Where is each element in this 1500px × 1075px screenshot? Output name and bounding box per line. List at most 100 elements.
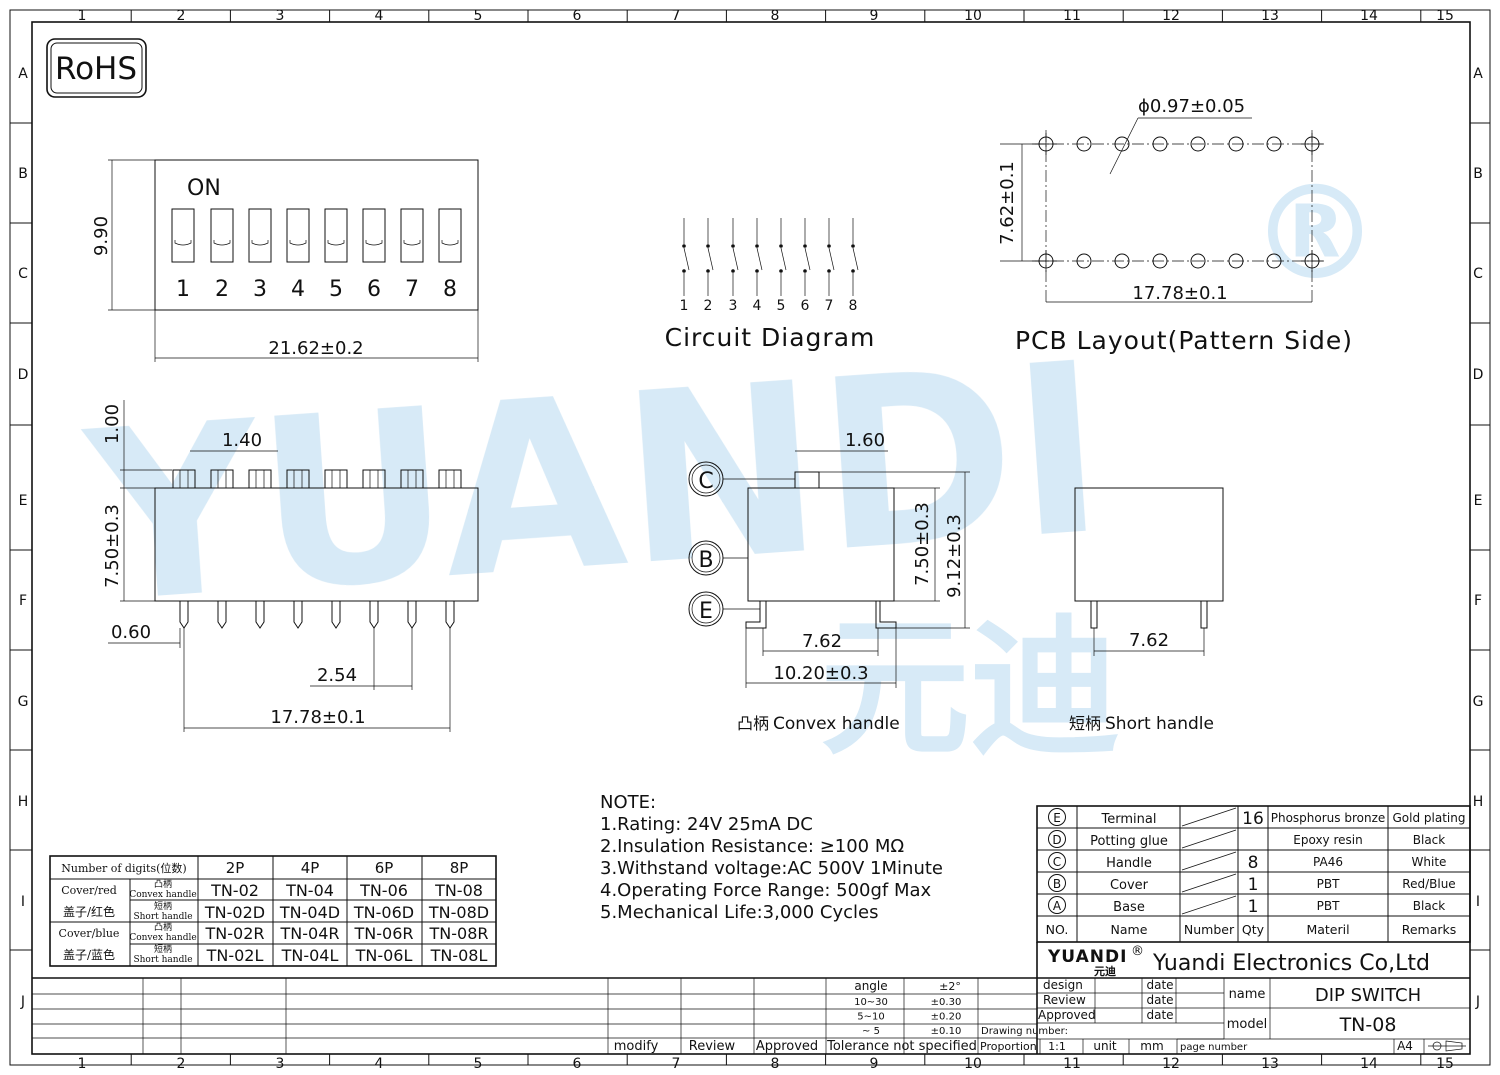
part-no: E (1053, 811, 1061, 825)
tol-range: ~ 5 (862, 1026, 880, 1037)
convex-label: Convex handle (773, 714, 900, 734)
part-marker (1048, 874, 1066, 892)
tb-model-value: TN-08 (1339, 1014, 1397, 1036)
pcb-hole (1076, 136, 1092, 152)
grid-row-left: B (18, 166, 28, 182)
bom-header: Qty (1242, 922, 1265, 937)
short-handle-side-view: 7.62 短柄 Short handle (1069, 487, 1224, 734)
grid-col-bottom: 3 (276, 1056, 285, 1072)
model-code: TN-06R (354, 924, 414, 943)
tb-name-label: name (1229, 987, 1266, 1002)
switch-number: 5 (329, 277, 343, 302)
pcb-hole (1266, 253, 1282, 269)
grid-col-top: 14 (1360, 8, 1378, 24)
note-line: 2.Insulation Resistance: ≥100 MΩ (600, 836, 904, 857)
grid-row-left: I (21, 894, 25, 910)
short-label: Short handle (1105, 714, 1214, 734)
dip-knob (210, 469, 234, 489)
grid-row-left: C (18, 266, 28, 282)
tol-range: 10~30 (854, 997, 888, 1008)
tol-angle-value: ±2° (939, 980, 961, 993)
watermark: YUANDI 元迪 ® (77, 157, 1380, 776)
switch-number: 7 (405, 277, 419, 302)
pcb-hole (1190, 253, 1206, 269)
grid-col-top: 8 (771, 8, 780, 24)
grid-col-top: 3 (276, 8, 285, 24)
part-qty: 1 (1248, 897, 1259, 917)
company-logo-reg: ® (1131, 944, 1144, 959)
dip-pin (293, 601, 303, 629)
tb-page-number: page number (1180, 1042, 1248, 1053)
grid-col-bottom: 9 (870, 1056, 879, 1072)
grid-references: 1122334455667788991010111112121313141415… (10, 8, 1490, 1072)
part-remarks: White (1412, 855, 1447, 869)
model-table-col-header: 8P (450, 859, 469, 877)
handle-type-cn: 短柄 (154, 900, 172, 912)
note-line: 5.Mechanical Life:3,000 Cycles (600, 902, 879, 923)
tol-angle: angle (854, 979, 887, 993)
svg-text:B: B (698, 548, 713, 573)
grid-col-top: 6 (573, 8, 582, 24)
switch-number: 6 (367, 277, 381, 302)
handle-type: Short handle (133, 912, 192, 922)
dim-pin-span: 17.78±0.1 (270, 707, 365, 728)
dip-knob (362, 469, 386, 489)
pcb-hole (1266, 136, 1282, 152)
switch-number: 2 (215, 277, 229, 302)
grid-col-bottom: 13 (1261, 1056, 1279, 1072)
part-marker (1048, 896, 1066, 914)
tb-modify: modify (614, 1039, 659, 1054)
switch-number: 1 (176, 277, 190, 302)
model-code: TN-06D (353, 903, 414, 922)
dim-top-height: 9.90 (91, 216, 112, 256)
dim-convex-body-height: 7.50±0.3 (912, 502, 933, 586)
dim-convex-total-height: 9.12±0.3 (944, 514, 965, 598)
grid-row-left: F (19, 593, 27, 609)
part-qty: 8 (1248, 853, 1259, 873)
grid-row-right: I (1476, 894, 1480, 910)
cover-label: Cover/blue (59, 927, 120, 940)
note-line: 4.Operating Force Range: 500gf Max (600, 880, 932, 901)
pcb-hole (1152, 136, 1168, 152)
grid-col-top: 9 (870, 8, 879, 24)
part-material: PA46 (1313, 855, 1343, 869)
cover-label-cn: 盖子/红色 (63, 904, 115, 919)
tb-proportion: Proportion (980, 1040, 1037, 1053)
part-no: A (1053, 899, 1062, 913)
model-code: TN-04D (279, 903, 340, 922)
dip-slider (171, 208, 195, 263)
part-remarks: Gold plating (1393, 811, 1466, 825)
grid-col-bottom: 6 (573, 1056, 582, 1072)
part-remarks: Black (1413, 899, 1446, 913)
tb-unit: unit (1093, 1039, 1117, 1053)
pcb-layout: 7.62±0.1 17.78±0.1 ϕ0.97±0.05 PCB Layout… (997, 96, 1352, 355)
dip-knob (438, 469, 462, 489)
model-code: TN-04R (280, 924, 340, 943)
grid-row-right: A (1473, 66, 1483, 82)
part-material: Phosphorus bronze (1271, 811, 1386, 825)
dim-pcb-span: 17.78±0.1 (1132, 283, 1227, 304)
grid-col-top: 10 (964, 8, 982, 24)
grid-col-top: 5 (474, 8, 483, 24)
circuit-number: 3 (729, 298, 738, 314)
part-qty: 16 (1242, 809, 1264, 829)
grid-row-left: H (18, 794, 29, 810)
grid-col-top: 11 (1063, 8, 1081, 24)
pcb-hole (1152, 253, 1168, 269)
rohs-text: RoHS (55, 51, 137, 87)
grid-col-bottom: 8 (771, 1056, 780, 1072)
bom-header: NO. (1046, 922, 1069, 937)
model-table-col-header: 4P (301, 859, 320, 877)
marker-c: C (688, 461, 795, 497)
model-table-header: Number of digits(位数) (61, 861, 186, 875)
part-name: Cover (1110, 878, 1149, 893)
company-block: YUANDI 元迪 ® Yuandi Electronics Co,Ltd (1047, 944, 1430, 978)
dim-body-height: 7.50±0.3 (102, 504, 123, 588)
part-name: Potting glue (1090, 834, 1168, 849)
note-line: 3.Withstand voltage:AC 500V 1Minute (600, 858, 943, 879)
dip-knob (286, 469, 310, 489)
dim-knob-height: 1.00 (102, 404, 123, 444)
grid-col-top: 15 (1436, 8, 1454, 24)
